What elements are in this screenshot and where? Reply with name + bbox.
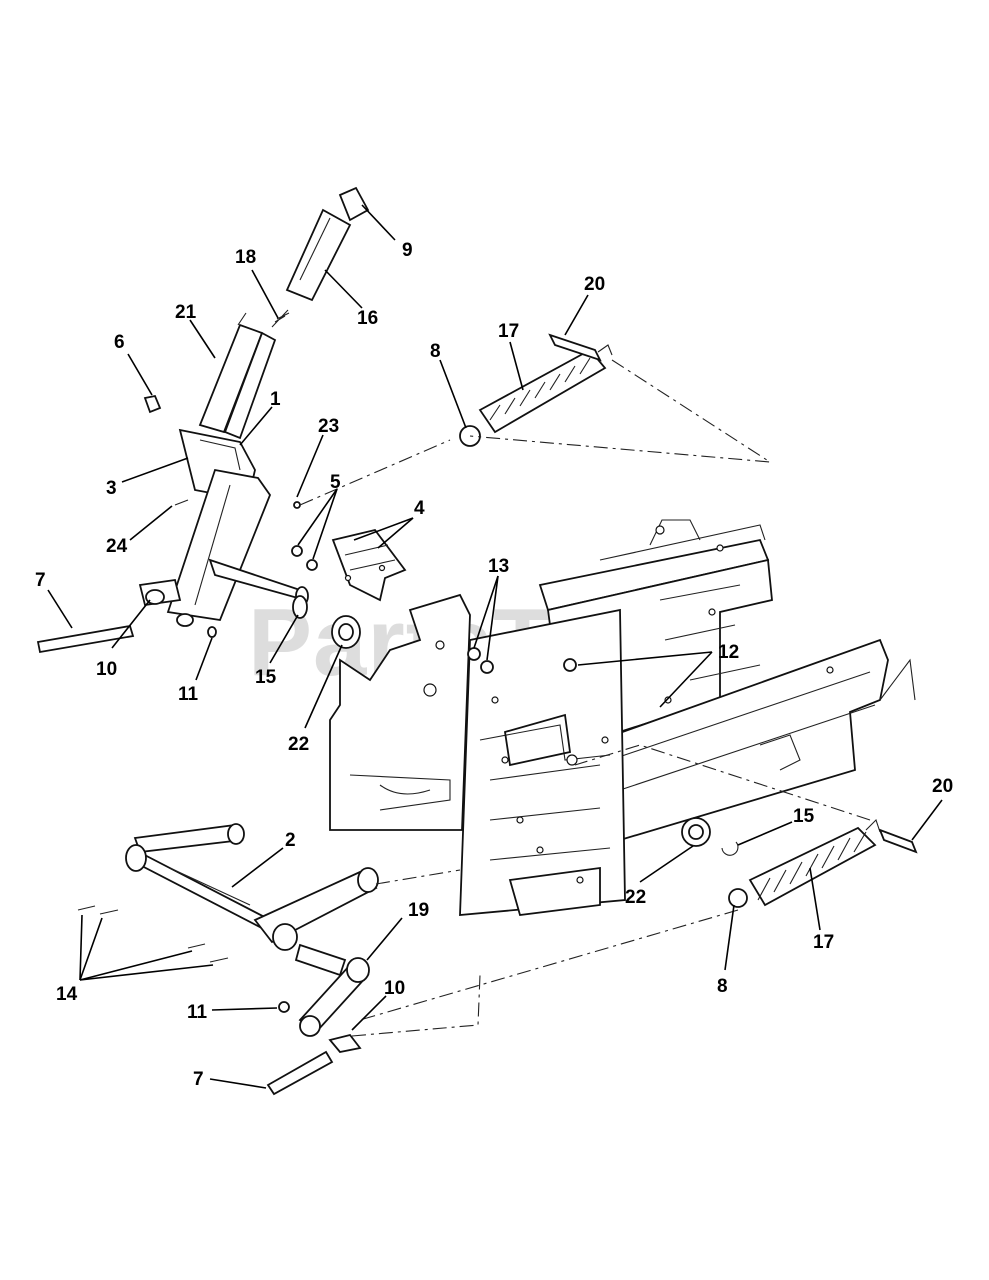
callout-5: 5 bbox=[330, 472, 341, 493]
bolt-6 bbox=[143, 394, 162, 414]
cotter-11-lower bbox=[278, 1001, 290, 1013]
callout-7-upper: 7 bbox=[35, 570, 46, 591]
pin-24 bbox=[174, 499, 189, 506]
nut-12 bbox=[563, 658, 577, 672]
callout-13: 13 bbox=[488, 556, 509, 577]
bushing-15-upper bbox=[292, 595, 308, 619]
callout-11-lower: 11 bbox=[187, 1002, 208, 1023]
callout-4: 4 bbox=[414, 498, 425, 519]
pins-14 bbox=[77, 905, 229, 963]
bushing-22-lower bbox=[681, 817, 711, 847]
bracket-4 bbox=[331, 528, 407, 602]
arm-19 bbox=[294, 943, 370, 1053]
pin-23 bbox=[293, 501, 301, 509]
callout-7-lower: 7 bbox=[193, 1069, 204, 1090]
callout-24: 24 bbox=[106, 536, 128, 557]
callout-9: 9 bbox=[402, 240, 413, 261]
callout-labels: 9 16 18 21 6 1 3 24 7 10 11 15 22 23 5 4… bbox=[35, 240, 953, 1090]
callout-8-upper: 8 bbox=[430, 341, 441, 362]
callout-15-lower: 15 bbox=[793, 806, 815, 827]
leader-lines bbox=[47, 204, 943, 1089]
callout-14: 14 bbox=[56, 984, 78, 1005]
link-path-lower bbox=[351, 974, 481, 1037]
callout-8-lower: 8 bbox=[717, 976, 728, 997]
callout-16: 16 bbox=[357, 308, 378, 329]
callout-3: 3 bbox=[106, 478, 117, 499]
callout-17-lower: 17 bbox=[813, 932, 834, 953]
nuts-5 bbox=[291, 545, 318, 571]
bolt-20-upper bbox=[548, 333, 602, 362]
callout-20-upper: 20 bbox=[584, 274, 605, 295]
frame-plates bbox=[329, 593, 626, 916]
lift-shaft-2 bbox=[125, 823, 379, 951]
callout-21: 21 bbox=[175, 302, 197, 323]
callout-22-upper: 22 bbox=[288, 734, 309, 755]
callout-1: 1 bbox=[270, 389, 281, 410]
cotter-11-upper bbox=[207, 626, 217, 638]
callout-20-lower: 20 bbox=[932, 776, 953, 797]
callout-11-upper: 11 bbox=[178, 684, 199, 705]
callout-10-lower: 10 bbox=[384, 978, 405, 999]
spring-path-upper bbox=[469, 359, 771, 463]
spring-17-upper bbox=[459, 344, 613, 447]
callout-23: 23 bbox=[318, 416, 339, 437]
pin-7-lower bbox=[266, 1050, 334, 1096]
callout-19: 19 bbox=[408, 900, 429, 921]
lift-lever-assembly bbox=[138, 186, 370, 627]
callout-15-upper: 15 bbox=[255, 667, 277, 688]
callout-17-upper: 17 bbox=[498, 321, 519, 342]
bolt-20-lower bbox=[878, 828, 918, 854]
callout-22-lower: 22 bbox=[625, 887, 646, 908]
spring-17-lower bbox=[728, 818, 881, 908]
callout-10-upper: 10 bbox=[96, 659, 117, 680]
pin-7-upper bbox=[36, 624, 135, 654]
clip-15-lower bbox=[721, 841, 739, 856]
callout-18: 18 bbox=[235, 247, 256, 268]
callout-2: 2 bbox=[285, 830, 296, 851]
bushing-22-upper bbox=[331, 615, 361, 649]
callout-12: 12 bbox=[718, 642, 739, 663]
callout-6: 6 bbox=[114, 332, 125, 353]
